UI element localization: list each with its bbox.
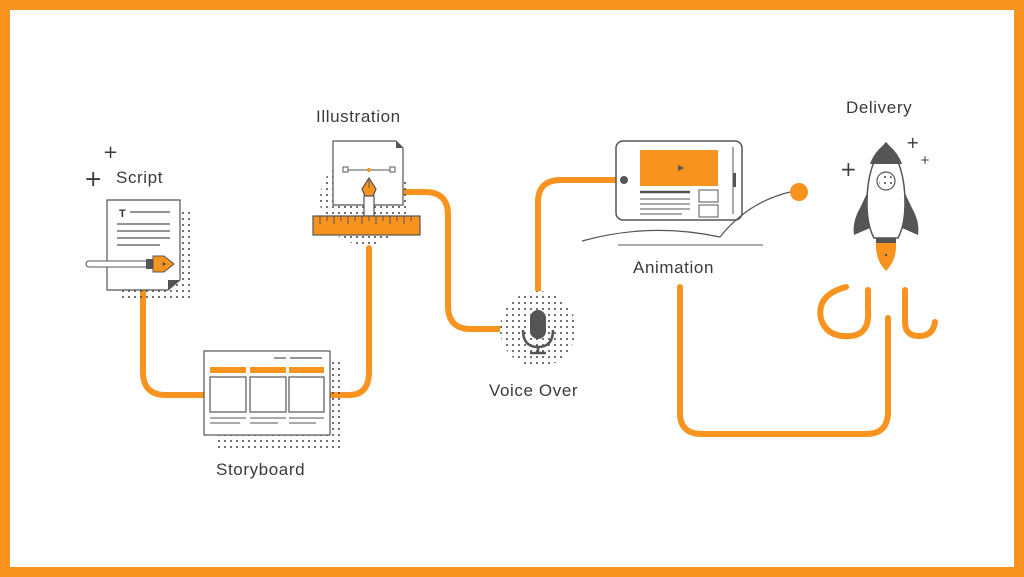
storyboard-frames-icon — [203, 350, 342, 448]
tablet-video-icon — [581, 140, 808, 246]
stage-illustration: Illustration — [312, 107, 421, 245]
stage-storyboard: Storyboard — [203, 350, 342, 479]
exhaust-swirls — [817, 284, 938, 340]
plus-sparkle-icon: + — [84, 167, 102, 192]
plus-sparkle-icon: + — [906, 133, 919, 152]
plus-sparkle-icon: + — [840, 157, 857, 181]
plus-sparkle-icon: + — [103, 142, 118, 163]
stage-label-storyboard: Storyboard — [216, 460, 305, 479]
stage-script: + + T Script — [84, 142, 190, 302]
plus-sparkle-icon: + — [920, 153, 930, 167]
stage-label-animation: Animation — [633, 258, 714, 277]
svg-text:T: T — [119, 208, 126, 220]
document-pen-icon: T — [85, 199, 190, 302]
stage-label-illustration: Illustration — [316, 107, 401, 126]
rocket-icon — [853, 141, 919, 271]
stage-label-voice-over: Voice Over — [489, 381, 578, 400]
stage-voice-over: Voice Over — [489, 291, 578, 400]
stage-animation: Animation — [581, 140, 808, 277]
connector-path — [140, 177, 891, 437]
microphone-icon — [500, 291, 576, 367]
stage-delivery: Delivery + + + — [817, 98, 938, 340]
pen-tool-ruler-icon — [312, 140, 421, 245]
stage-label-delivery: Delivery — [846, 98, 912, 117]
stage-label-script: Script — [116, 168, 163, 187]
